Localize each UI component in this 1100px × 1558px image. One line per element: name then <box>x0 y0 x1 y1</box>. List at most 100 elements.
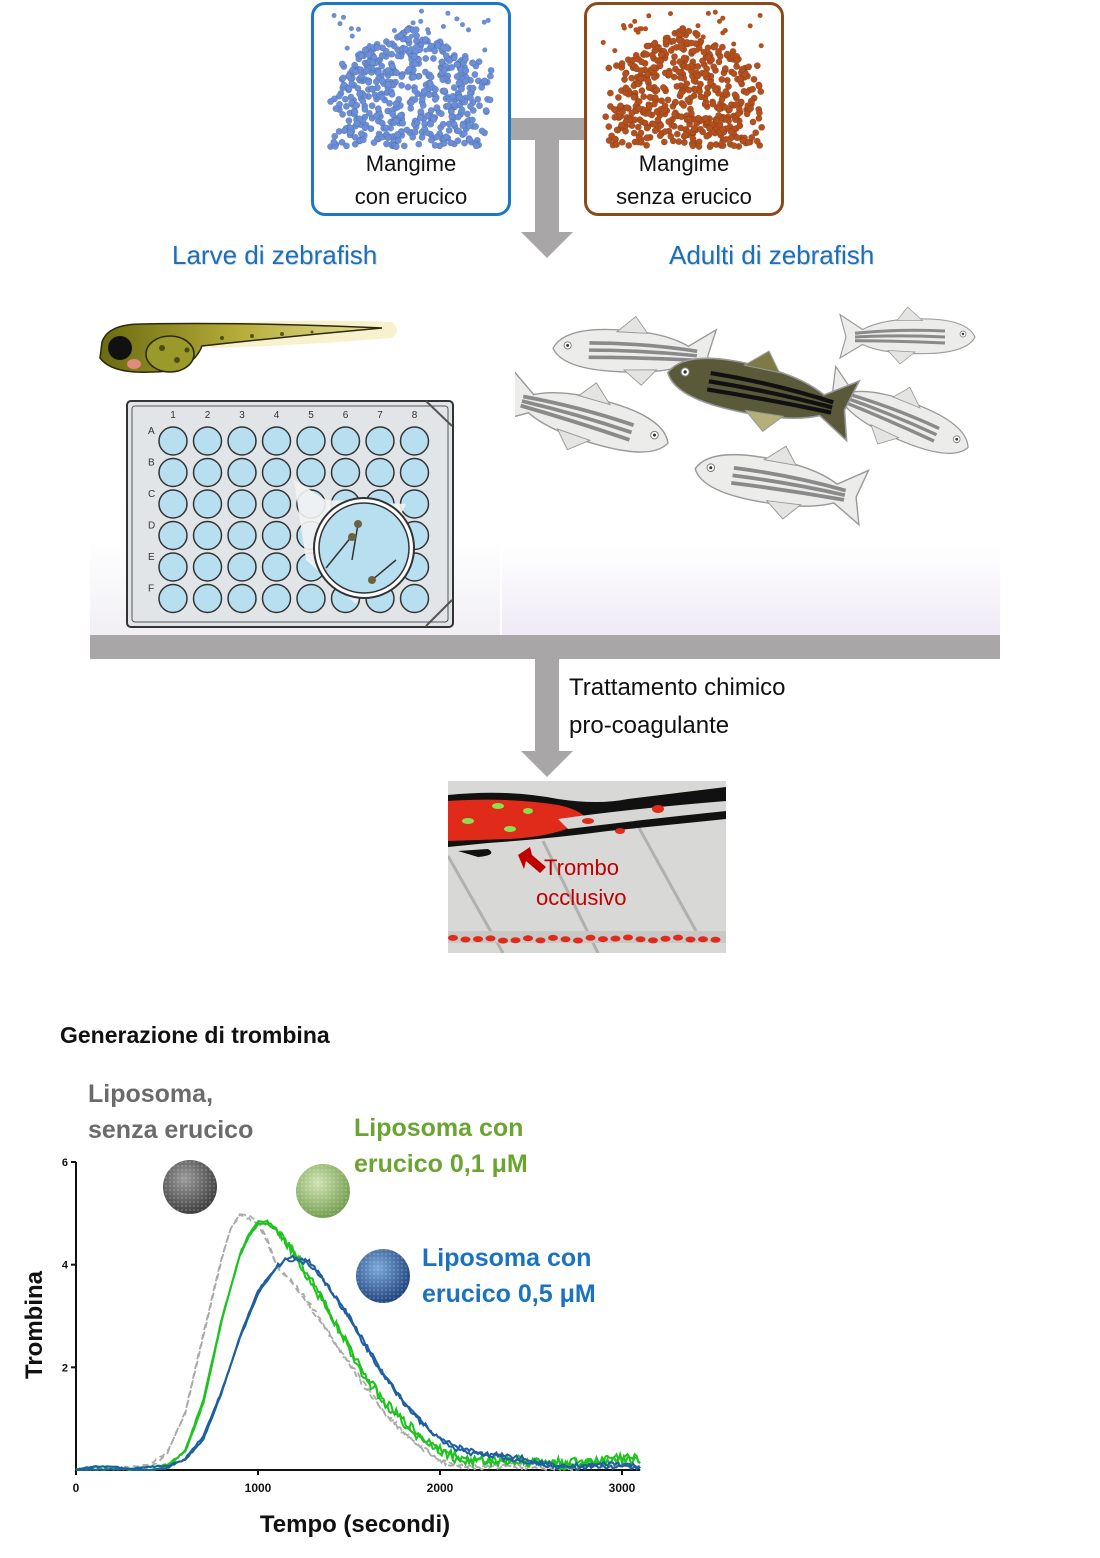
plate-well <box>192 489 223 519</box>
well-plate-image: 1 2 3 4 5 6 7 8A B C D E F <box>126 400 454 628</box>
plate-column-label: 4 <box>274 410 280 421</box>
plate-well <box>261 489 292 519</box>
plate-well <box>192 520 223 551</box>
plate-column-label: 7 <box>377 410 383 421</box>
plate-well <box>296 457 326 488</box>
plate-row-label: D <box>148 521 155 532</box>
y-tick-label: 6 <box>62 1157 68 1169</box>
adults-title: Adulti di zebrafish <box>669 240 875 270</box>
feed-label-line2: con erucico <box>354 184 468 209</box>
liposome-icon-erucic-05 <box>356 1249 410 1303</box>
y-axis-label: Trombina <box>21 1270 48 1379</box>
plate-well <box>399 583 430 614</box>
plate-well <box>227 489 257 519</box>
treatment-caption-line2: pro-coagulante <box>569 712 730 739</box>
dark-zebrafish-icon <box>666 350 861 443</box>
plate-well <box>158 583 188 614</box>
treatment-arrow-head <box>521 751 573 777</box>
plate-well <box>158 489 188 519</box>
legend-label-line2: erucico 0,1 μM <box>354 1150 528 1178</box>
plate-column-label: 5 <box>308 410 314 421</box>
plate-row-label: A <box>148 426 155 437</box>
plate-column-label: 3 <box>239 410 245 421</box>
plate-well <box>192 457 223 488</box>
treatment-caption-line1: Trattamento chimico <box>569 674 786 701</box>
thrombus-label-line2: occlusivo <box>536 885 626 910</box>
plate-well <box>158 426 188 456</box>
plate-column-label: 6 <box>343 410 349 421</box>
x-axis-label: Tempo (secondi) <box>260 1511 450 1538</box>
legend-label-line2: senza erucico <box>88 1116 254 1144</box>
blue-feed-pellets-image <box>327 8 495 151</box>
plate-well <box>399 426 430 456</box>
zebrafish-larva-image <box>99 320 397 373</box>
larvae-title: Larve di zebrafish <box>172 240 378 270</box>
legend-label-line2: erucico 0,5 μM <box>422 1280 596 1308</box>
x-tick-label: 1000 <box>245 1481 272 1495</box>
x-tick-label: 2000 <box>427 1481 454 1495</box>
plate-well <box>330 426 361 456</box>
plate-well <box>365 426 395 456</box>
feed-connector-bar <box>511 118 584 140</box>
feed-box-with-erucic: Mangime con erucico <box>311 2 511 216</box>
feed-arrow-head <box>521 232 573 258</box>
feed-box-without-erucic: Mangime senza erucico <box>584 2 784 216</box>
plate-column-label: 2 <box>205 410 211 421</box>
plate-well <box>330 457 361 488</box>
plate-well <box>227 520 257 551</box>
adults-background-panel <box>502 545 1000 635</box>
y-tick-label: 4 <box>62 1260 69 1272</box>
plate-column-label: 1 <box>170 410 176 421</box>
plate-well <box>227 552 257 582</box>
zebrafish-icon <box>552 315 718 386</box>
plate-well <box>261 457 292 488</box>
zebrafish-icon <box>694 445 870 527</box>
plate-column-label: 8 <box>412 410 418 421</box>
legend-label-erucic-01: Liposoma con erucico 0,1 μM <box>354 1110 528 1182</box>
plate-well <box>261 552 292 582</box>
thrombus-label-line1: Trombo <box>544 855 619 880</box>
feed-label-line2: senza erucico <box>616 184 752 209</box>
legend-label-line1: Liposoma con <box>422 1244 592 1272</box>
feed-arrow-shaft <box>535 140 559 232</box>
treatment-arrow-shaft <box>535 659 559 751</box>
plate-well <box>158 552 188 582</box>
plate-well <box>227 457 257 488</box>
zebrafish-icon <box>839 306 976 365</box>
plate-well <box>296 426 326 456</box>
plate-well <box>296 583 326 614</box>
liposome-icon-erucic-01 <box>296 1164 350 1218</box>
zebrafish-icon <box>515 366 669 453</box>
y-tick-label: 2 <box>62 1362 68 1374</box>
treatment-caption: Trattamento chimico pro-coagulante <box>569 669 786 745</box>
x-tick-label: 0 <box>73 1481 80 1495</box>
brown-feed-pellets-image <box>600 9 766 151</box>
plate-well <box>192 552 223 582</box>
plate-row-label: B <box>148 458 155 469</box>
feed-label-line1: Mangime <box>638 151 730 176</box>
liposome-icon-no-erucic <box>163 1160 217 1214</box>
plate-well <box>365 457 395 488</box>
plate-well <box>192 583 223 614</box>
plate-well <box>158 520 188 551</box>
plate-well <box>399 457 430 488</box>
plate-row-label: E <box>148 552 155 563</box>
legend-label-no-erucic: Liposoma, senza erucico <box>88 1076 253 1148</box>
plate-well <box>227 426 257 456</box>
legend-label-line1: Liposoma con <box>354 1114 524 1142</box>
plate-well <box>158 457 188 488</box>
feed-label-line1: Mangime <box>365 151 457 176</box>
chart-title: Generazione di trombina <box>60 1022 330 1048</box>
adult-zebrafish-image <box>515 306 976 527</box>
legend-label-erucic-05: Liposoma con erucico 0,5 μM <box>422 1240 596 1312</box>
plate-well <box>227 583 257 614</box>
plate-well <box>192 426 223 456</box>
plate-row-label: F <box>148 584 154 595</box>
plate-well <box>261 520 292 551</box>
plate-well <box>261 583 292 614</box>
plate-row-label: C <box>148 489 155 500</box>
groups-bottom-bar <box>90 635 1000 659</box>
plate-well <box>261 426 292 456</box>
x-tick-label: 3000 <box>609 1481 636 1495</box>
thrombus-micrograph-image: Trombo occlusivo <box>448 781 726 953</box>
